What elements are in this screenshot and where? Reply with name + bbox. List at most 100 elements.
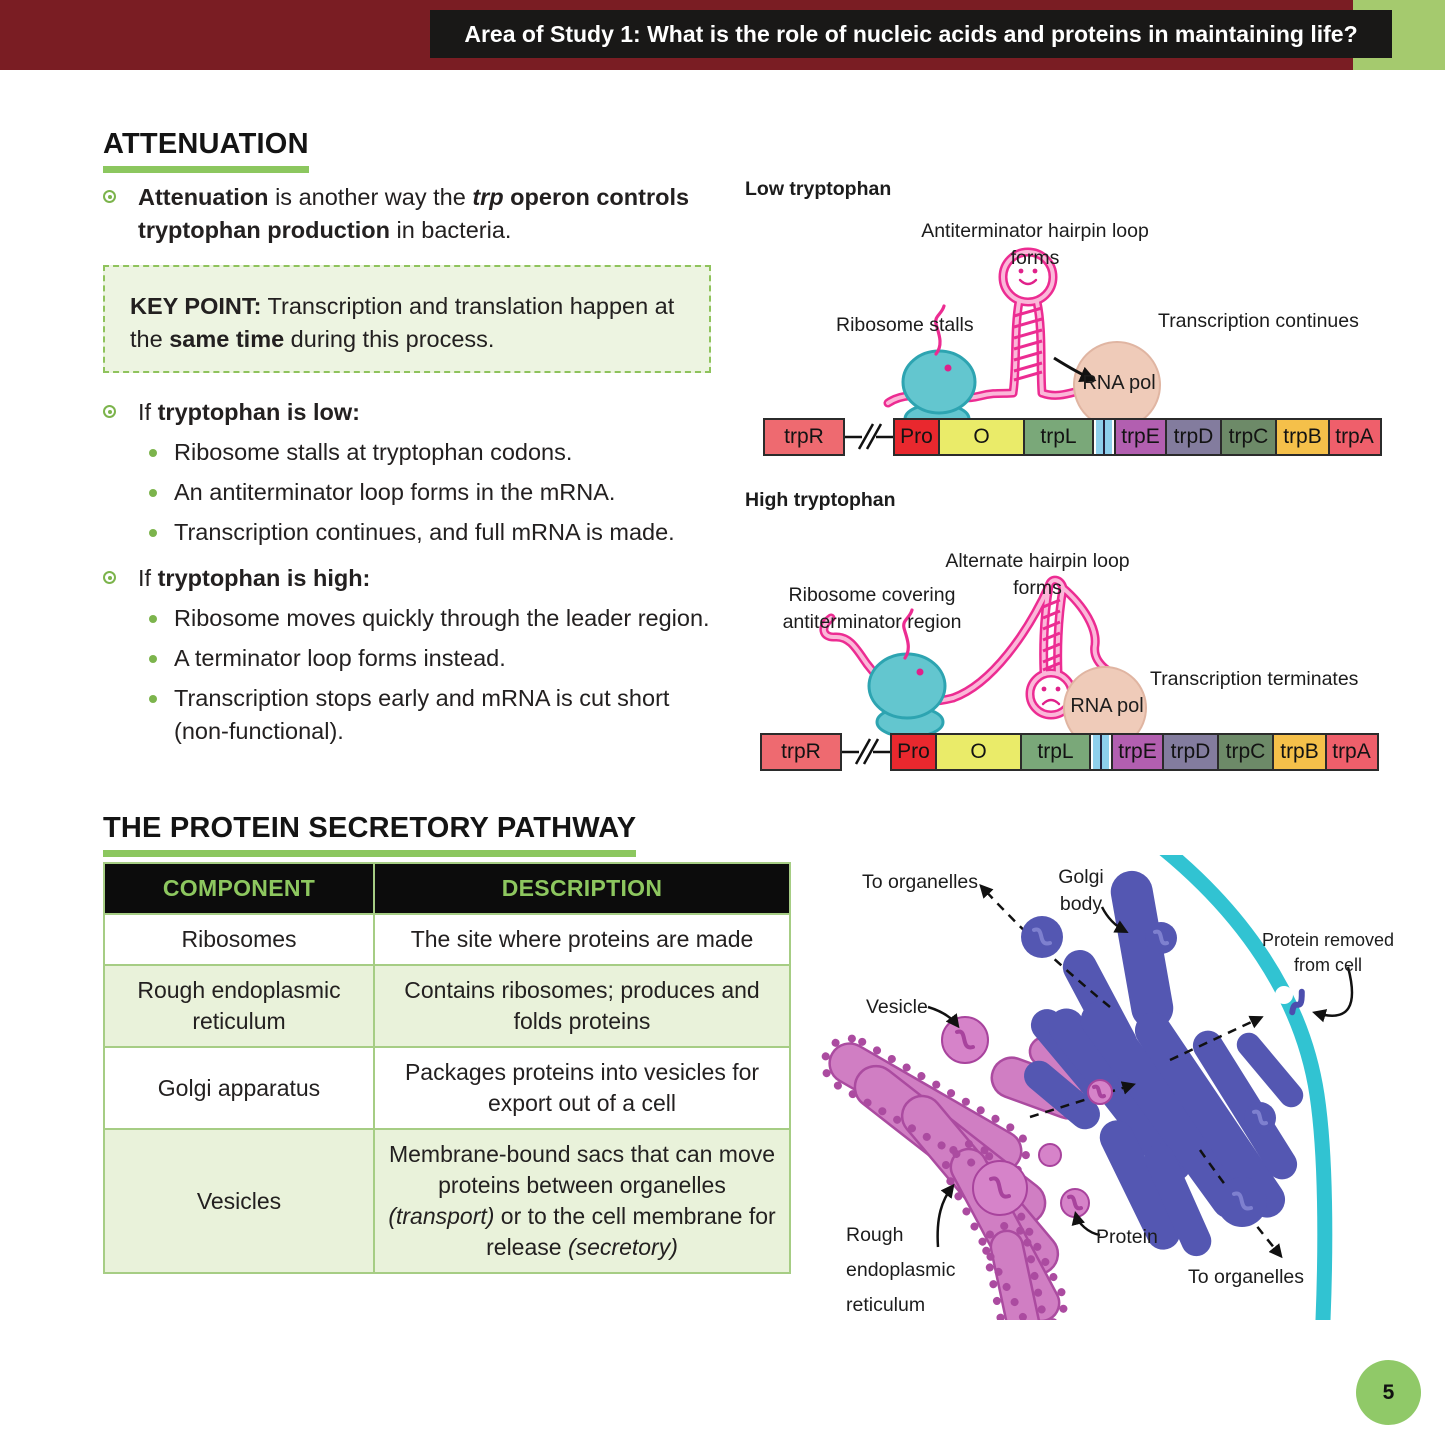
protein-removed-label: Protein removed from cell <box>1261 930 1395 975</box>
secreted-protein <box>1289 988 1305 1016</box>
gene-trpD: trpD <box>1162 733 1219 771</box>
gene-trpD: trpD <box>1165 418 1222 456</box>
attenuation-intro: Attenuation is another way the trp opero… <box>103 181 753 254</box>
page-number-badge: 5 <box>1356 1360 1421 1425</box>
gene-O: O <box>938 418 1025 456</box>
low-item-2: An antiterminator loop forms in the mRNA… <box>174 479 616 505</box>
gene-trpR: trpR <box>763 418 845 456</box>
section-heading-attenuation: ATTENUATION <box>103 128 309 173</box>
low-item-1: Ribosome stalls at tryptophan codons. <box>174 439 573 465</box>
gene-trpC: trpC <box>1219 418 1278 456</box>
column-header-component: COMPONENT <box>103 862 375 915</box>
gene-Pro: Pro <box>892 418 941 456</box>
dot-bullet-icon <box>149 655 157 663</box>
dna-break-connector <box>842 733 892 771</box>
hairpin-stem-pairing <box>1042 598 1061 672</box>
gene-trpL: trpL <box>1022 418 1095 456</box>
nascent-peptide-squiggle <box>934 304 946 356</box>
ring-bullet-icon <box>103 571 116 584</box>
attenuator-region <box>1092 418 1116 456</box>
label-arrows <box>927 906 1354 1248</box>
arrow-to-rna-pol <box>1053 356 1097 383</box>
gene-trpE: trpE <box>1110 733 1165 771</box>
antiterminator-hairpin-label: Antiterminator hairpin loop forms <box>921 220 1149 269</box>
membrane-pore <box>1275 986 1293 1004</box>
high-item-3: Transcription stops early and mRNA is cu… <box>174 685 670 744</box>
rna-pol-label: RNA pol <box>1082 372 1156 394</box>
alternate-hairpin-label: Alternate hairpin loop forms <box>945 550 1130 599</box>
vesicle-label: Vesicle <box>866 996 928 1018</box>
table-row: Ribosomes The site where proteins are ma… <box>103 913 791 966</box>
list-item: An antiterminator loop forms in the mRNA… <box>149 476 749 509</box>
list-item: Transcription stops early and mRNA is cu… <box>149 682 749 748</box>
secretory-pathway-table: COMPONENT DESCRIPTION Ribosomes The site… <box>103 862 791 1274</box>
to-organelles-top-label: To organelles <box>862 871 978 893</box>
list-item: Transcription continues, and full mRNA i… <box>149 516 749 549</box>
cell-description: Packages proteins into vesicles for expo… <box>373 1046 791 1130</box>
attenuator-region <box>1089 733 1113 771</box>
gene-trpB: trpB <box>1275 418 1330 456</box>
list-item: Ribosome stalls at tryptophan codons. <box>149 436 749 469</box>
keypoint-text: KEY POINT: Transcription and translation… <box>130 293 675 352</box>
hairpin-stem-pairing <box>1013 306 1043 382</box>
gene-trpB: trpB <box>1272 733 1327 771</box>
cell-description: The site where proteins are made <box>373 913 791 966</box>
er-ribosome-studs <box>820 1034 1069 1320</box>
vesicles-blue <box>1021 916 1276 1227</box>
gene-trpA: trpA <box>1327 418 1382 456</box>
to-organelles-bottom-label: To organelles <box>1188 1266 1304 1288</box>
protein-label: Protein <box>1096 1226 1158 1248</box>
ribosome-covering-label: Ribosome covering antiterminator region <box>782 584 962 633</box>
list-item: A terminator loop forms instead. <box>149 642 749 675</box>
transcription-terminates-label: Transcription terminates <box>1150 668 1359 690</box>
high-item-2: A terminator loop forms instead. <box>174 645 506 671</box>
column-header-description: DESCRIPTION <box>373 862 791 915</box>
dot-bullet-icon <box>149 449 157 457</box>
secretory-pathway-diagram <box>820 855 1354 1320</box>
dot-bullet-icon <box>149 695 157 703</box>
ring-bullet-icon <box>103 405 116 418</box>
list-item: Ribosome moves quickly through the leade… <box>149 602 749 635</box>
dot-bullet-icon <box>149 615 157 623</box>
gene-trpA: trpA <box>1324 733 1379 771</box>
cell-component: Vesicles <box>103 1128 375 1274</box>
table-row: Vesicles Membrane-bound sacs that can mo… <box>103 1128 791 1274</box>
dot-bullet-icon <box>149 529 157 537</box>
rough-er-label: Rough endoplasmic reticulum <box>846 1224 956 1316</box>
gene-trpE: trpE <box>1113 418 1168 456</box>
table-row: Rough endoplasmic reticulum Contains rib… <box>103 964 791 1048</box>
cell-membrane <box>1159 855 1333 1320</box>
high-tryptophan-title: High tryptophan <box>745 489 896 511</box>
gene-trpC: trpC <box>1216 733 1275 771</box>
attenuation-bullets: If tryptophan is low: Ribosome stalls at… <box>103 396 758 755</box>
section-heading-secretory-pathway: THE PROTEIN SECRETORY PATHWAY <box>103 812 637 857</box>
table-header-row: COMPONENT DESCRIPTION <box>103 862 791 915</box>
ring-bullet-icon <box>103 190 116 203</box>
sad-face-icon <box>1041 686 1061 706</box>
golgi-body <box>1024 870 1304 1257</box>
golgi-body-label: Golgi body <box>1058 866 1104 915</box>
nascent-peptide-squiggle <box>902 608 914 660</box>
transcription-continues-label: Transcription continues <box>1158 310 1359 332</box>
rna-pol-label: RNA pol <box>1070 695 1144 717</box>
ribosome-stalls-label: Ribosome stalls <box>836 314 974 336</box>
high-item-1: Ribosome moves quickly through the leade… <box>174 605 710 631</box>
gene-trpL: trpL <box>1019 733 1092 771</box>
smiley-face-icon <box>1018 268 1038 286</box>
low-item-3: Transcription continues, and full mRNA i… <box>174 519 675 545</box>
cell-description: Contains ribosomes; produces and folds p… <box>373 964 791 1048</box>
gene-O: O <box>935 733 1022 771</box>
cell-component: Golgi apparatus <box>103 1046 375 1130</box>
page-header-title: Area of Study 1: What is the role of nuc… <box>430 10 1392 58</box>
vesicles-pink <box>941 1016 1113 1218</box>
ribosome-large-subunit <box>867 608 947 720</box>
gene-Pro: Pro <box>889 733 938 771</box>
high-tryptophan-title: If tryptophan is high: <box>138 565 371 591</box>
low-tryptophan-title: If tryptophan is low: <box>138 399 360 425</box>
table-row: Golgi apparatus Packages proteins into v… <box>103 1046 791 1130</box>
attenuation-intro-text: Attenuation is another way the trp opero… <box>138 184 690 243</box>
dot-bullet-icon <box>149 489 157 497</box>
